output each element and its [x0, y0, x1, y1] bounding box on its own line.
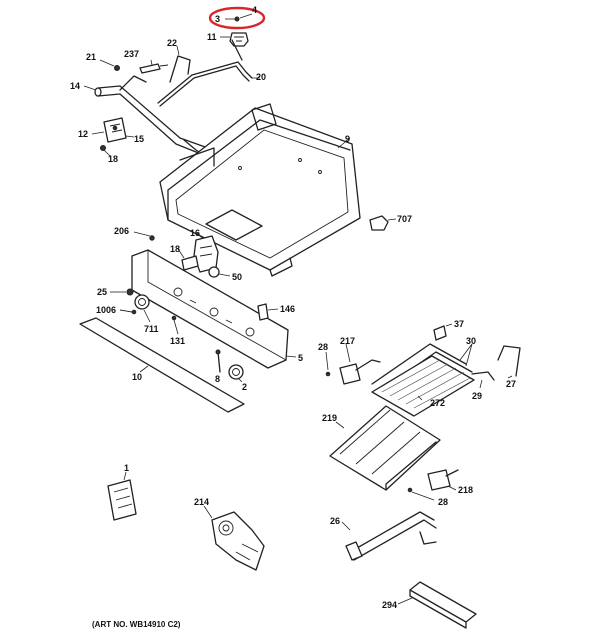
art-number-caption: (ART NO. WB14910 C2) — [92, 620, 181, 629]
highlight-circle — [208, 6, 266, 30]
label-part-22: 22 — [167, 38, 177, 48]
label-part-26: 26 — [330, 516, 340, 526]
label-part-8: 8 — [215, 374, 220, 384]
label-part-30: 30 — [466, 336, 476, 346]
label-part-9: 9 — [345, 134, 350, 144]
part-131-screw — [171, 315, 179, 335]
part-2-knob — [228, 364, 244, 383]
label-part-27: 27 — [506, 379, 516, 389]
part-20-gas-tube — [157, 39, 260, 107]
label-part-5: 5 — [298, 353, 303, 363]
part-1006-screw — [119, 309, 137, 315]
part-294-rail — [397, 581, 477, 629]
label-part-206: 206 — [114, 226, 129, 236]
part-707-cap — [369, 215, 397, 231]
label-part-37: 37 — [454, 319, 464, 329]
label-part-219: 219 — [322, 413, 337, 423]
label-part-217: 217 — [340, 336, 355, 346]
label-part-2: 2 — [242, 382, 247, 392]
label-part-218: 218 — [458, 485, 473, 495]
label-part-18-upper: 18 — [108, 154, 118, 164]
part-218-igniter — [427, 469, 459, 491]
part-8-screw — [215, 349, 221, 373]
part-27-pipe — [497, 345, 521, 379]
label-part-711: 711 — [144, 324, 159, 334]
part-711-knob — [134, 294, 151, 323]
label-part-237: 237 — [124, 49, 139, 59]
label-part-29: 29 — [472, 391, 482, 401]
label-part-21: 21 — [86, 52, 96, 62]
part-25-nut — [110, 288, 134, 296]
part-219-heat-shield — [329, 405, 441, 491]
label-part-16: 16 — [190, 228, 200, 238]
label-part-1: 1 — [124, 463, 129, 473]
part-29-elbow — [471, 371, 495, 389]
part-14-manifold-pipe — [83, 75, 213, 161]
label-part-11: 11 — [207, 32, 217, 42]
label-part-4: 4 — [252, 5, 257, 15]
part-10-trim-strip — [79, 317, 245, 413]
part-237-orifice — [139, 59, 169, 74]
part-12-15-bracket — [91, 117, 135, 143]
part-11-regulator — [220, 32, 249, 47]
part-206-screw — [133, 231, 155, 241]
label-part-1006: 1006 — [96, 305, 116, 315]
part-217-igniter — [339, 343, 381, 385]
part-3-4-screw-group — [225, 13, 253, 22]
part-50-knob-insert — [208, 266, 231, 278]
part-37-cap — [433, 323, 453, 341]
label-part-14: 14 — [70, 81, 80, 91]
label-part-18-middle: 18 — [170, 244, 180, 254]
label-part-28-lower: 28 — [438, 497, 448, 507]
part-28-screw-a — [325, 351, 331, 377]
part-26-bake-burner — [341, 511, 437, 561]
label-part-15: 15 — [134, 134, 144, 144]
part-146-clip — [257, 303, 279, 321]
label-part-214: 214 — [194, 497, 209, 507]
part-22-tube — [169, 45, 191, 83]
label-part-25: 25 — [97, 287, 107, 297]
label-part-294: 294 — [382, 600, 397, 610]
part-1-manual — [107, 471, 137, 521]
label-part-12: 12 — [78, 129, 88, 139]
part-9-burner-box — [159, 103, 361, 277]
part-21-screw — [99, 59, 120, 71]
label-part-50: 50 — [232, 272, 242, 282]
part-214-valve — [203, 505, 265, 571]
part-272-burner-grate — [371, 355, 475, 417]
label-part-146: 146 — [280, 304, 295, 314]
label-part-3: 3 — [215, 14, 220, 24]
label-part-10: 10 — [132, 372, 142, 382]
label-part-272: 272 — [430, 398, 445, 408]
part-28-screw-b — [407, 487, 435, 501]
label-part-28-upper: 28 — [318, 342, 328, 352]
part-18-clip-b — [177, 248, 199, 271]
label-part-707: 707 — [397, 214, 412, 224]
label-part-20: 20 — [256, 72, 266, 82]
label-part-131: 131 — [170, 336, 185, 346]
part-18-screw-a — [100, 145, 111, 157]
